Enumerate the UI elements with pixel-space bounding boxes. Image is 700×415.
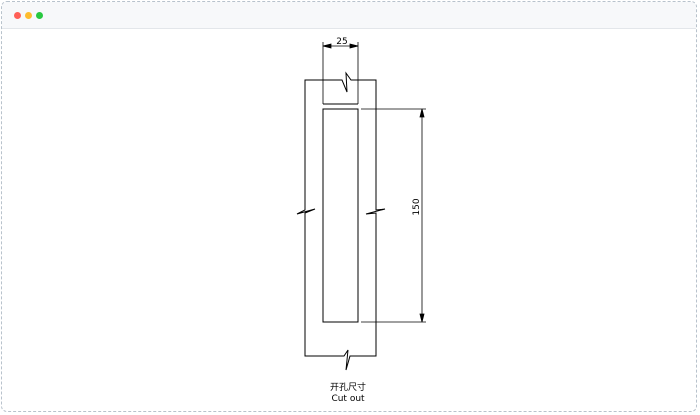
height-arrow-bottom bbox=[419, 313, 425, 323]
width-arrow-right bbox=[349, 43, 359, 49]
caption-english: Cut out bbox=[331, 394, 365, 404]
caption-chinese: 开孔尺寸 bbox=[329, 383, 366, 393]
cutout-rectangle bbox=[322, 108, 359, 323]
width-dimension-label: 25 bbox=[336, 37, 347, 47]
zoom-icon[interactable] bbox=[36, 12, 43, 19]
outer-frame-outline bbox=[296, 71, 386, 371]
title-bar bbox=[2, 2, 696, 29]
height-arrow-top bbox=[419, 108, 425, 118]
minimize-icon[interactable] bbox=[25, 12, 32, 19]
width-arrow-left bbox=[322, 43, 332, 49]
height-dimension-label: 150 bbox=[412, 198, 422, 215]
close-icon[interactable] bbox=[14, 12, 21, 19]
